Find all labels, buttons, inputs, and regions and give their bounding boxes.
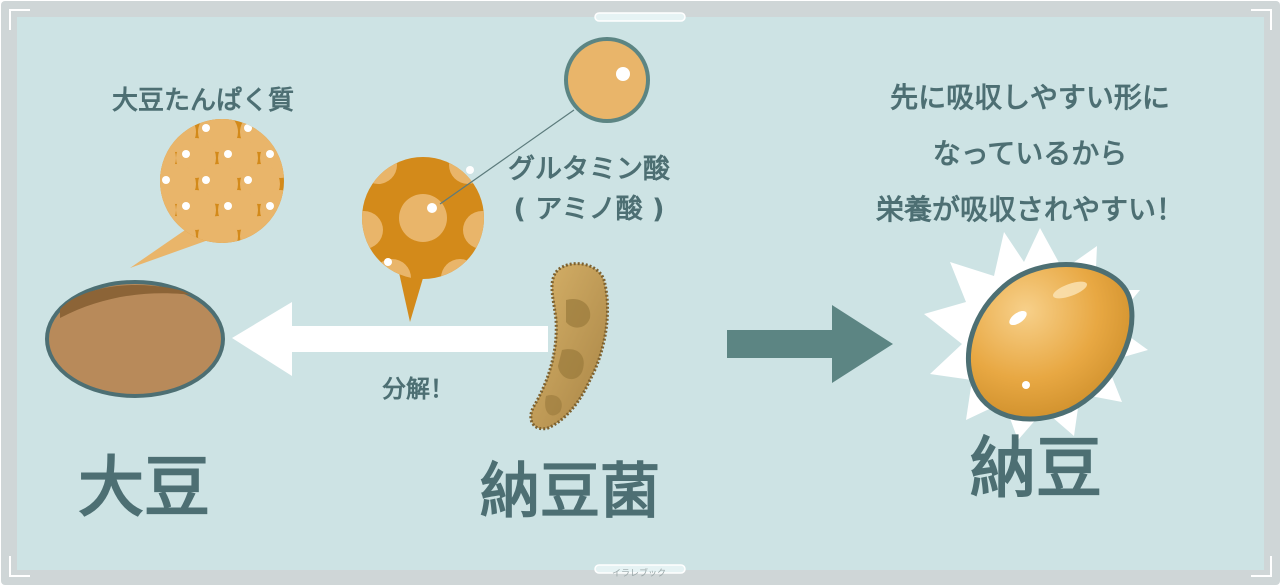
soybean-label: 大豆	[78, 449, 210, 526]
absorb-caption: 先に吸収しやすい形に なっているから 栄養が吸収されやすい！	[850, 70, 1210, 238]
credit-label: イラレブック	[612, 569, 667, 579]
bottom-tab	[594, 564, 686, 574]
absorb-line-2: なっているから	[932, 137, 1128, 170]
absorb-line-3: 栄養が吸収されやすい！	[875, 193, 1184, 226]
natto-bacteria-icon	[529, 262, 610, 431]
natto-bacteria-label: 納豆菌	[480, 457, 660, 527]
absorb-line-1: 先に吸収しやすい形に	[890, 81, 1170, 114]
soy-protein-label: 大豆たんぱく質	[112, 86, 295, 116]
glutamic-acid-text: グルタミン酸	[508, 154, 670, 185]
natto-label: 納豆	[970, 430, 1102, 507]
top-tab	[594, 12, 686, 22]
soybean-icon	[45, 280, 225, 398]
result-arrow	[727, 305, 893, 383]
corner-br	[1251, 556, 1272, 577]
corner-bl	[9, 556, 30, 577]
glutamic-acid-label: グルタミン酸 ( アミノ酸 )	[508, 150, 670, 230]
corner-tr	[1251, 9, 1272, 30]
corner-tl	[9, 9, 30, 30]
decompose-arrow	[232, 302, 548, 376]
pointer-line	[439, 109, 575, 205]
amino-acid-text: ( アミノ酸 )	[513, 194, 665, 225]
natto-bean-icon	[924, 228, 1148, 440]
amino-acid-ball-icon	[564, 37, 650, 123]
decompose-label: 分解！	[382, 375, 454, 403]
